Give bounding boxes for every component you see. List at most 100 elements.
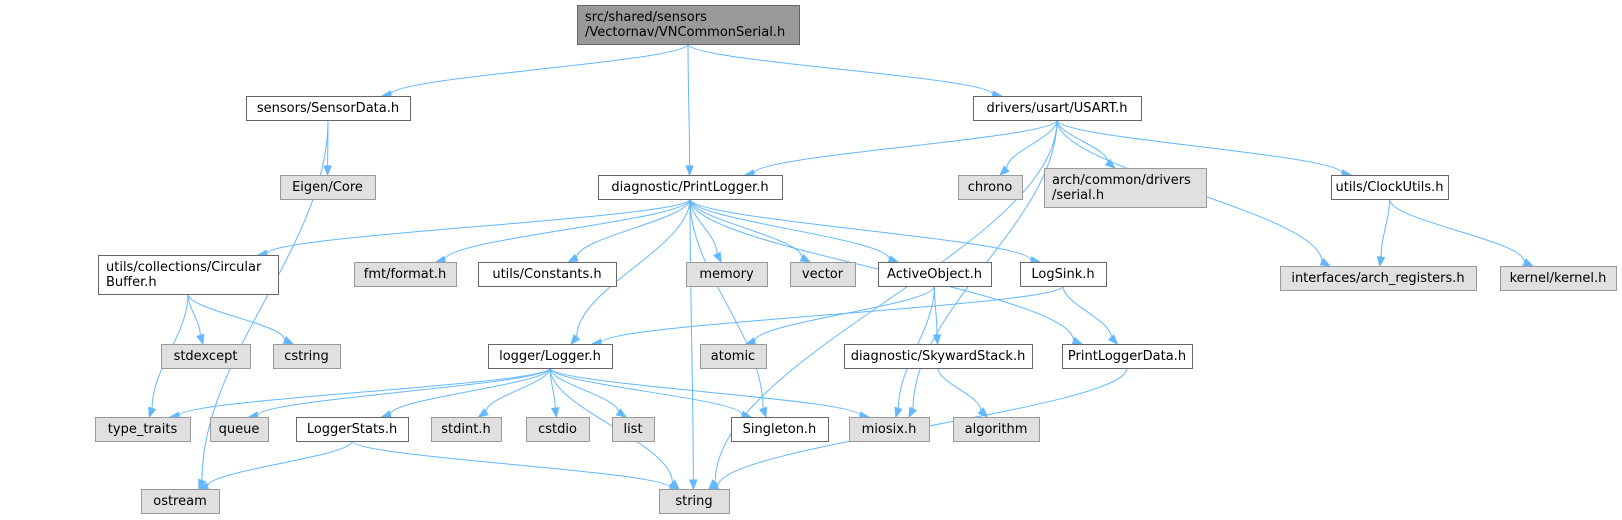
node-stdexcept: stdexcept bbox=[161, 344, 251, 369]
edge-logsink-to-pldata bbox=[1062, 285, 1119, 346]
node-box bbox=[478, 262, 617, 287]
node-label: interfaces/arch_registers.h bbox=[1291, 271, 1464, 286]
edge-printlogger-to-memory bbox=[689, 198, 722, 264]
edge-line bbox=[689, 198, 890, 260]
edge-root-to-printlogger bbox=[685, 43, 694, 177]
node-clockutils[interactable]: utils/ClockUtils.h bbox=[1331, 175, 1449, 200]
node-box bbox=[844, 344, 1033, 369]
arrowhead-icon bbox=[685, 165, 694, 177]
node-label: utils/Constants.h bbox=[492, 267, 601, 282]
edge-printlogger-to-logsink bbox=[689, 198, 1042, 265]
arrowhead-icon bbox=[615, 408, 628, 418]
node-box bbox=[849, 417, 930, 442]
node-box bbox=[790, 262, 856, 287]
edge-printlogger-to-constants bbox=[567, 198, 691, 263]
node-label: utils/collections/Circular bbox=[106, 260, 262, 275]
arrowhead-icon bbox=[799, 253, 812, 263]
edge-line bbox=[689, 198, 764, 409]
edge-circbuf-to-stdexcept bbox=[187, 293, 205, 346]
node-list: list bbox=[612, 417, 655, 442]
node-box bbox=[526, 417, 590, 442]
arrowhead-icon bbox=[932, 334, 942, 346]
node-algorithm: algorithm bbox=[953, 417, 1040, 442]
node-label: utils/ClockUtils.h bbox=[1335, 180, 1443, 195]
node-serial: arch/common/drivers/serial.h bbox=[1044, 168, 1207, 208]
node-printlogger[interactable]: diagnostic/PrintLogger.h bbox=[598, 175, 783, 200]
node-string: string bbox=[659, 489, 730, 514]
node-typetraits: type_traits bbox=[95, 417, 191, 442]
node-activeobject[interactable]: ActiveObject.h bbox=[878, 262, 992, 287]
node-atomic: atomic bbox=[700, 344, 767, 369]
edge-line bbox=[753, 119, 1058, 174]
node-label: ActiveObject.h bbox=[887, 267, 982, 282]
node-label: LogSink.h bbox=[1031, 267, 1094, 282]
node-box bbox=[246, 96, 411, 121]
arrowhead-icon bbox=[148, 406, 157, 419]
node-label: miosix.h bbox=[862, 422, 917, 437]
edge-line bbox=[351, 440, 671, 489]
node-usart[interactable]: drivers/usart/USART.h bbox=[973, 96, 1142, 121]
edge-line bbox=[266, 198, 691, 255]
arrowhead-icon bbox=[894, 406, 903, 419]
node-box bbox=[1044, 168, 1207, 208]
node-box bbox=[577, 5, 800, 45]
node-ostream: ostream bbox=[141, 489, 220, 514]
arrowhead-icon bbox=[1107, 334, 1119, 346]
edges-layer bbox=[148, 43, 1534, 492]
edge-printlogger-to-circbuf bbox=[256, 198, 691, 258]
node-root[interactable]: src/shared/sensors/Vectornav/VNCommonSer… bbox=[577, 5, 800, 45]
edge-line bbox=[444, 198, 691, 261]
node-label: type_traits bbox=[108, 422, 178, 437]
edge-root-to-usart bbox=[687, 43, 1004, 99]
node-vector: vector bbox=[790, 262, 856, 287]
edge-root-to-sensordata bbox=[380, 43, 689, 99]
node-box bbox=[612, 417, 655, 442]
edge-line bbox=[549, 367, 673, 483]
node-box bbox=[1331, 175, 1449, 200]
edge-line bbox=[257, 367, 551, 417]
node-loggerstats[interactable]: LoggerStats.h bbox=[296, 417, 409, 442]
node-label: LoggerStats.h bbox=[307, 422, 397, 437]
node-singleton[interactable]: Singleton.h bbox=[731, 417, 829, 442]
node-skyward[interactable]: diagnostic/SkywardStack.h bbox=[844, 344, 1033, 369]
edge-sensordata-to-ostream bbox=[198, 119, 329, 491]
arrowhead-icon bbox=[570, 333, 581, 346]
node-label: cstring bbox=[284, 349, 328, 364]
node-box bbox=[1020, 262, 1107, 287]
node-constants[interactable]: utils/Constants.h bbox=[478, 262, 617, 287]
node-label: logger/Logger.h bbox=[499, 349, 601, 364]
arrowhead-icon bbox=[1376, 255, 1386, 268]
node-label: Buffer.h bbox=[106, 275, 157, 290]
arrowhead-icon bbox=[196, 333, 205, 346]
edge-logger-to-miosix bbox=[549, 367, 871, 420]
arrowhead-icon bbox=[550, 407, 560, 419]
edge-circbuf-to-cstring bbox=[187, 293, 295, 345]
node-label: kernel/kernel.h bbox=[1510, 271, 1607, 286]
edge-line bbox=[187, 293, 201, 336]
node-miosix: miosix.h bbox=[849, 417, 930, 442]
edge-line bbox=[689, 198, 694, 481]
edge-line bbox=[1389, 198, 1526, 263]
node-box bbox=[98, 255, 279, 295]
edge-line bbox=[549, 367, 743, 416]
node-stdint: stdint.h bbox=[431, 417, 502, 442]
node-logger[interactable]: logger/Logger.h bbox=[488, 344, 613, 369]
edge-line bbox=[600, 285, 1064, 344]
edge-logger-to-queue bbox=[247, 367, 551, 420]
node-box bbox=[488, 344, 613, 369]
node-sensordata[interactable]: sensors/SensorData.h bbox=[246, 96, 411, 121]
arrowhead-icon bbox=[380, 410, 393, 419]
edge-printlogger-to-string bbox=[689, 198, 698, 491]
edge-usart-to-printlogger bbox=[743, 119, 1058, 178]
node-pldata[interactable]: PrintLoggerData.h bbox=[1062, 344, 1193, 369]
edge-line bbox=[576, 198, 691, 338]
edge-logsink-to-logger bbox=[590, 285, 1064, 348]
arrowhead-icon bbox=[744, 337, 757, 346]
edge-line bbox=[549, 367, 861, 417]
node-label: vector bbox=[802, 267, 844, 282]
node-logsink[interactable]: LogSink.h bbox=[1020, 262, 1107, 287]
node-box bbox=[273, 344, 341, 369]
node-label: fmt/format.h bbox=[364, 267, 446, 282]
